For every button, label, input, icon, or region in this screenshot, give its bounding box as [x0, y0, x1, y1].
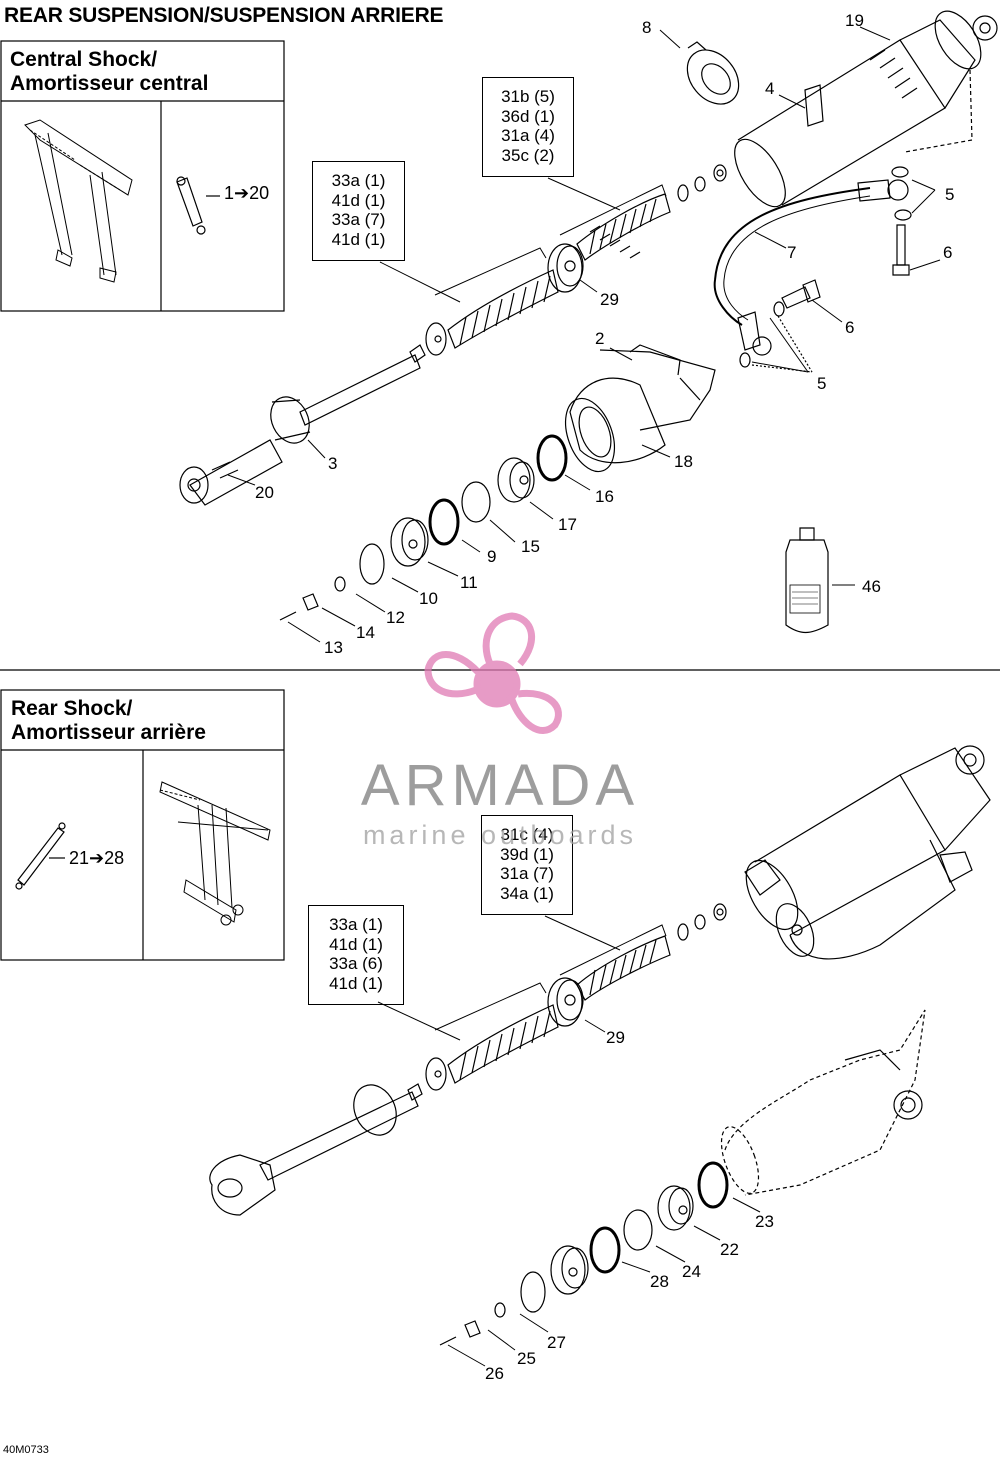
rear-shaft	[209, 1083, 423, 1216]
part-8-cap	[686, 41, 740, 105]
ref-line: 41d (1)	[331, 190, 386, 210]
callout-26: 26	[485, 1364, 504, 1383]
callout-24: 24	[682, 1262, 701, 1281]
part-3-shaft	[270, 344, 426, 444]
callout-5: 5	[817, 374, 826, 393]
central-shock-icon	[176, 176, 220, 235]
callout-5: 5	[945, 185, 954, 204]
ref-line: 36d (1)	[501, 106, 555, 126]
page-title: REAR SUSPENSION/SUSPENSION ARRIERE	[4, 4, 444, 27]
rear-shock-title-en: Rear Shock/	[11, 697, 133, 720]
rear-shim-stack-lower	[425, 1004, 559, 1091]
part-29-piston	[547, 243, 584, 293]
watermark-tagline: marine outboards	[362, 820, 638, 850]
central-shock-title: Central Shock/ Amortisseur central	[10, 48, 208, 96]
callout-29: 29	[606, 1028, 625, 1047]
ref-line: 31a (7)	[500, 864, 554, 883]
central-ref-box-upper: 31b (5) 36d (1) 31a (4) 35c (2)	[482, 77, 574, 177]
central-shock-title-fr: Amortisseur central	[10, 72, 209, 95]
ref-line: 31a (4)	[501, 126, 555, 145]
rear-reservoir	[720, 1009, 926, 1196]
callout-6: 6	[943, 243, 952, 262]
rear-shock-icon	[15, 822, 66, 890]
callout-10: 10	[419, 589, 438, 608]
part-5-6-fittings	[739, 166, 912, 373]
callout-19: 19	[845, 11, 864, 30]
callout-12: 12	[386, 608, 405, 627]
ref-line: 41d (1)	[331, 229, 386, 249]
rear-shock-range: 21➔28	[69, 848, 125, 868]
central-ref-box-lower: 33a (1) 41d (1) 33a (7) 41d (1)	[312, 161, 405, 261]
rear-reservoir-internals	[439, 1161, 729, 1346]
callout-15: 15	[521, 537, 540, 556]
rear-ref-box-upper: 31c (4) 39d (1) 31a (7) 34a (1)	[481, 815, 573, 915]
rear-shock-title-fr: Amortisseur arrière	[11, 721, 206, 744]
part-29-piston-rear	[547, 977, 584, 1027]
part-4-19-cylinder	[734, 10, 998, 208]
part-2-18-reservoir	[564, 344, 716, 473]
central-leader-lines	[227, 26, 941, 643]
rear-shock-inset	[0, 689, 285, 961]
central-shim-stack-lower	[425, 269, 559, 356]
ref-line: 39d (1)	[500, 844, 554, 864]
ref-line: 31b (5)	[501, 87, 555, 106]
rear-frame-sketch	[159, 781, 271, 926]
central-reservoir-internals	[279, 434, 568, 621]
callout-22: 22	[720, 1240, 739, 1259]
central-shim-stack-upper	[576, 193, 671, 261]
callout-4: 4	[765, 79, 774, 98]
callout-2: 2	[595, 329, 604, 348]
part-7-hose	[713, 179, 909, 356]
central-shock-inset	[0, 40, 285, 312]
central-shock-range: 1➔20	[224, 183, 270, 203]
rear-callout-numbers: 29 23 22 24 28 27 25 26	[485, 1028, 774, 1383]
rear-leader-lines	[377, 915, 761, 1367]
callout-27: 27	[547, 1333, 566, 1352]
callout-20: 20	[255, 483, 274, 502]
rear-ref-box-lower: 33a (1) 41d (1) 33a (6) 41d (1)	[308, 905, 404, 1005]
watermark-brand: ARMADA	[360, 753, 640, 818]
part-20-eye	[179, 439, 283, 506]
ref-line: 34a (1)	[500, 883, 554, 903]
ref-line: 33a (1)	[329, 915, 383, 934]
callout-46: 46	[862, 577, 881, 596]
callout-14: 14	[356, 623, 375, 642]
ref-line: 33a (6)	[329, 954, 383, 973]
ref-line: 33a (1)	[331, 171, 386, 190]
callout-11: 11	[460, 573, 478, 592]
part-washers-central	[677, 164, 727, 202]
callout-29: 29	[600, 290, 619, 309]
propeller-logo	[424, 612, 562, 734]
callout-25: 25	[517, 1349, 536, 1368]
callout-13: 13	[324, 638, 343, 657]
callout-7: 7	[787, 243, 796, 262]
ref-line: 31c (4)	[500, 825, 554, 844]
central-frame-sketch	[24, 119, 133, 283]
ref-line: 41d (1)	[329, 934, 383, 954]
callout-6: 6	[845, 318, 854, 337]
callout-8: 8	[642, 18, 651, 37]
figure-code: 40M0733	[3, 1444, 49, 1456]
rear-shim-stack-upper	[576, 935, 671, 1001]
ref-line: 35c (2)	[501, 145, 555, 165]
callout-16: 16	[595, 487, 614, 506]
ref-line: 41d (1)	[329, 973, 383, 993]
callout-28: 28	[650, 1272, 669, 1291]
callout-17: 17	[558, 515, 577, 534]
part-washers-rear	[677, 903, 727, 941]
callout-3: 3	[328, 454, 337, 473]
callout-9: 9	[487, 547, 496, 566]
callout-18: 18	[674, 452, 693, 471]
part-46-bottle	[785, 527, 829, 634]
ref-line: 33a (7)	[331, 210, 386, 229]
rear-cylinder-body	[744, 745, 991, 960]
central-shock-title-en: Central Shock/	[10, 48, 158, 71]
callout-23: 23	[755, 1212, 774, 1231]
rear-shock-title: Rear Shock/ Amortisseur arrière	[11, 697, 206, 745]
central-callout-numbers: 8 19 4 5 6 7 6 5 29 2 18 3 20 16 17 15 9…	[255, 11, 954, 657]
